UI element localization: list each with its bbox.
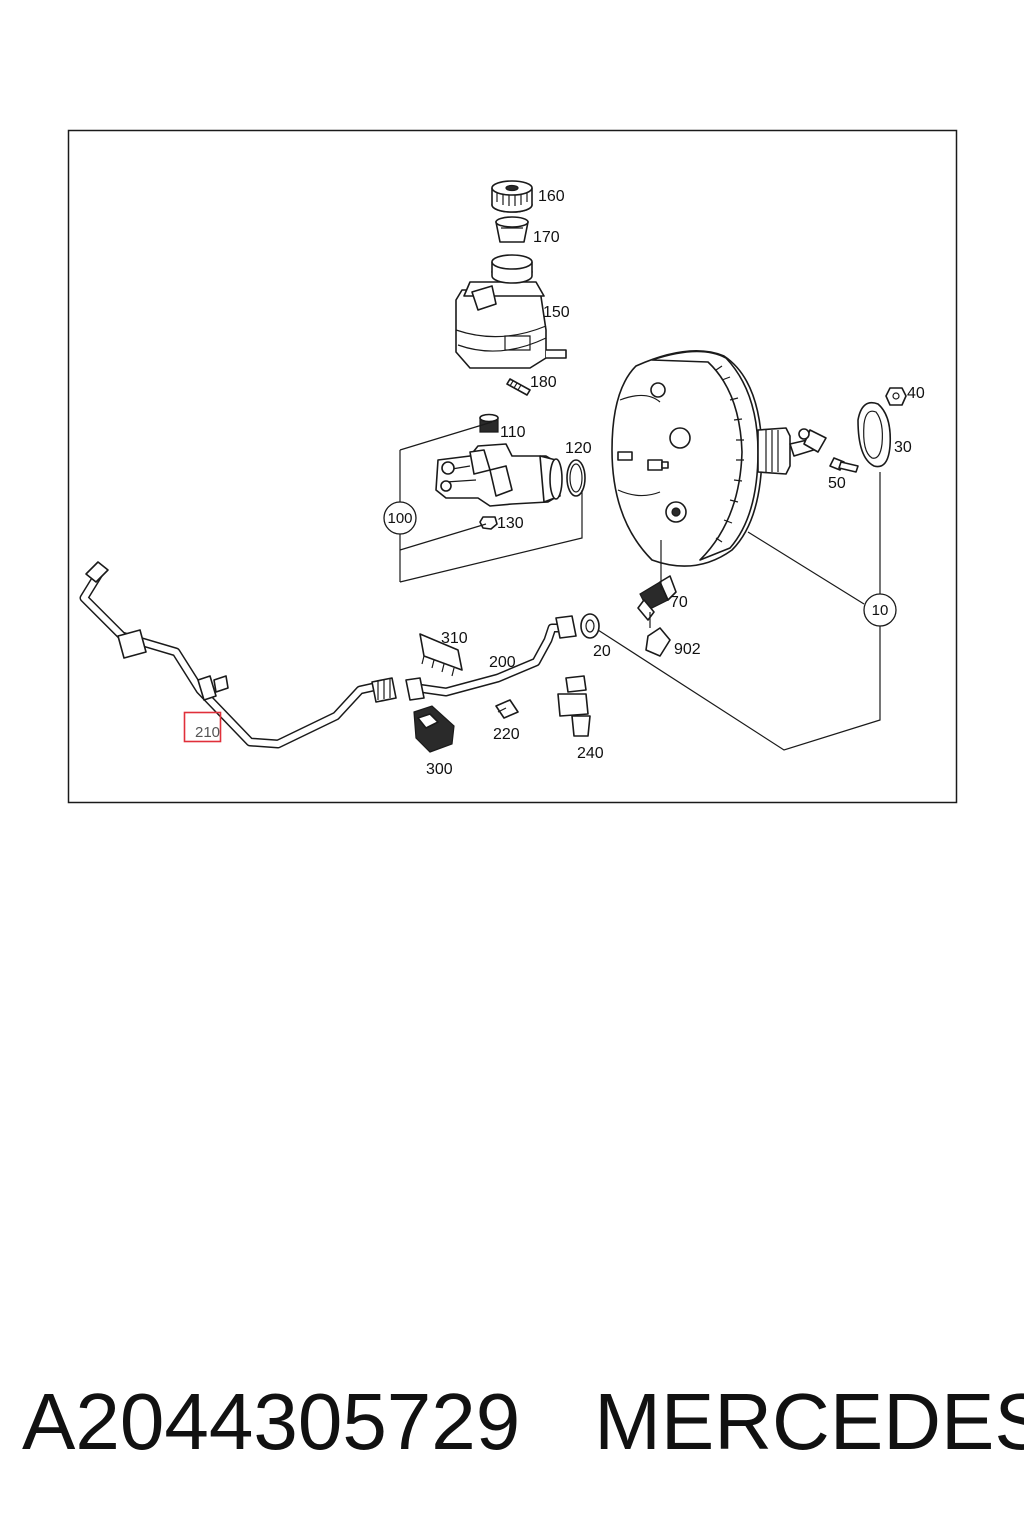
part-number: A2044305729	[22, 1377, 521, 1466]
callout-120[interactable]: 120	[565, 440, 592, 457]
clip-240-part	[557, 675, 591, 737]
callout-50[interactable]: 50	[828, 475, 846, 492]
callout-902[interactable]: 902	[674, 641, 701, 658]
booster-gasket-part	[857, 401, 892, 468]
callout-210[interactable]: 210	[195, 724, 220, 741]
callout-160[interactable]: 160	[538, 188, 565, 205]
callout-100[interactable]: 100	[387, 510, 412, 527]
brake-fluid-reservoir-part	[455, 254, 567, 369]
nut-part	[479, 516, 498, 530]
highlight-box-210	[183, 711, 222, 743]
master-cylinder-part	[435, 443, 563, 507]
vacuum-line-210-part	[79, 561, 397, 749]
group-10-bracket	[597, 472, 881, 751]
callout-100-circle	[383, 501, 417, 535]
o-ring-part	[566, 459, 586, 497]
reservoir-cap-part	[491, 180, 533, 213]
caption: A2044305729 MERCEDES	[22, 1372, 1024, 1472]
callout-220[interactable]: 220	[493, 726, 520, 743]
callout-130[interactable]: 130	[497, 515, 524, 532]
callout-300[interactable]: 300	[426, 761, 453, 778]
grommet-part	[479, 413, 499, 433]
callout-40[interactable]: 40	[907, 385, 925, 402]
callout-200[interactable]: 200	[489, 654, 516, 671]
brand-name: MERCEDES	[594, 1377, 1024, 1466]
callout-150[interactable]: 150	[543, 304, 570, 321]
reservoir-pin-part	[506, 378, 531, 396]
connector-902-part	[645, 627, 671, 657]
callout-310[interactable]: 310	[441, 630, 468, 647]
callout-10-circle	[863, 593, 897, 627]
callout-110[interactable]: 110	[500, 424, 526, 441]
vacuum-line-200-part	[405, 615, 577, 701]
brake-booster-part	[611, 350, 827, 567]
callout-170[interactable]: 170	[533, 229, 560, 246]
callout-30[interactable]: 30	[894, 439, 912, 456]
callout-10[interactable]: 10	[872, 602, 889, 619]
callout-70[interactable]: 70	[670, 594, 688, 611]
clip-310-part	[419, 633, 463, 677]
vacuum-grommet-part	[580, 613, 600, 639]
callout-180[interactable]: 180	[530, 374, 557, 391]
callout-20[interactable]: 20	[593, 643, 611, 660]
diagram-frame	[67, 129, 958, 804]
booster-bolt-part	[829, 457, 859, 473]
booster-nut-part	[885, 387, 907, 406]
reservoir-strainer-part	[495, 216, 529, 243]
parts-diagram: 160 170 150 180 110 120 100 130 40 30 50…	[67, 129, 958, 804]
callout-240[interactable]: 240	[577, 745, 604, 762]
clip-300-part	[413, 705, 455, 753]
clip-220-part	[495, 699, 519, 719]
